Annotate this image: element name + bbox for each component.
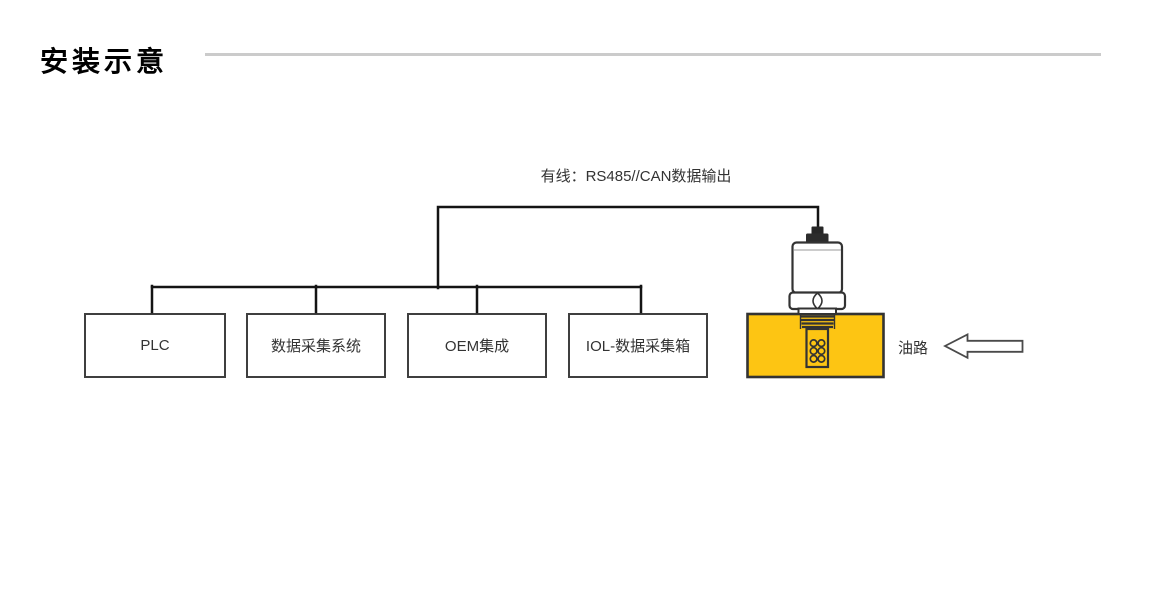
- node-plc-label: PLC: [140, 337, 170, 354]
- page-title: 安装示意: [40, 46, 169, 77]
- oil-sensor-probe-icon: [788, 226, 847, 369]
- connection-tree-lines: [150, 205, 820, 314]
- oil-channel-label: 油路: [898, 340, 929, 357]
- sensor-hex-nut: [788, 291, 847, 311]
- node-iol-data-collection-box-label: IOL-数据采集箱: [585, 338, 691, 355]
- sensor-body: [791, 241, 844, 295]
- sensor-hex-nut-facets: [812, 292, 823, 310]
- trunk-line: [436, 205, 820, 290]
- sensor-collar: [797, 307, 837, 315]
- sensor-probe-holes: [809, 339, 826, 363]
- node-oem-integration: OEM集成: [407, 313, 547, 378]
- node-oem-integration-label: OEM集成: [444, 338, 510, 355]
- sensor-threads: [799, 314, 836, 329]
- node-data-acquisition-system-label: 数据采集系统: [270, 338, 361, 355]
- title-underline-divider: [205, 53, 1101, 56]
- oil-channel-block: [746, 312, 885, 379]
- connection-type-label: 有线：RS485//CAN数据输出: [540, 168, 732, 185]
- sensor-probe: [805, 327, 830, 369]
- flow-direction-left-arrow-icon: [943, 333, 1024, 360]
- sensor-cable-nub: [811, 226, 824, 235]
- node-data-acquisition-system: 数据采集系统: [246, 313, 386, 378]
- node-plc: PLC: [84, 313, 226, 378]
- node-iol-data-collection-box: IOL-数据采集箱: [568, 313, 708, 378]
- sensor-connector-cap: [806, 233, 829, 243]
